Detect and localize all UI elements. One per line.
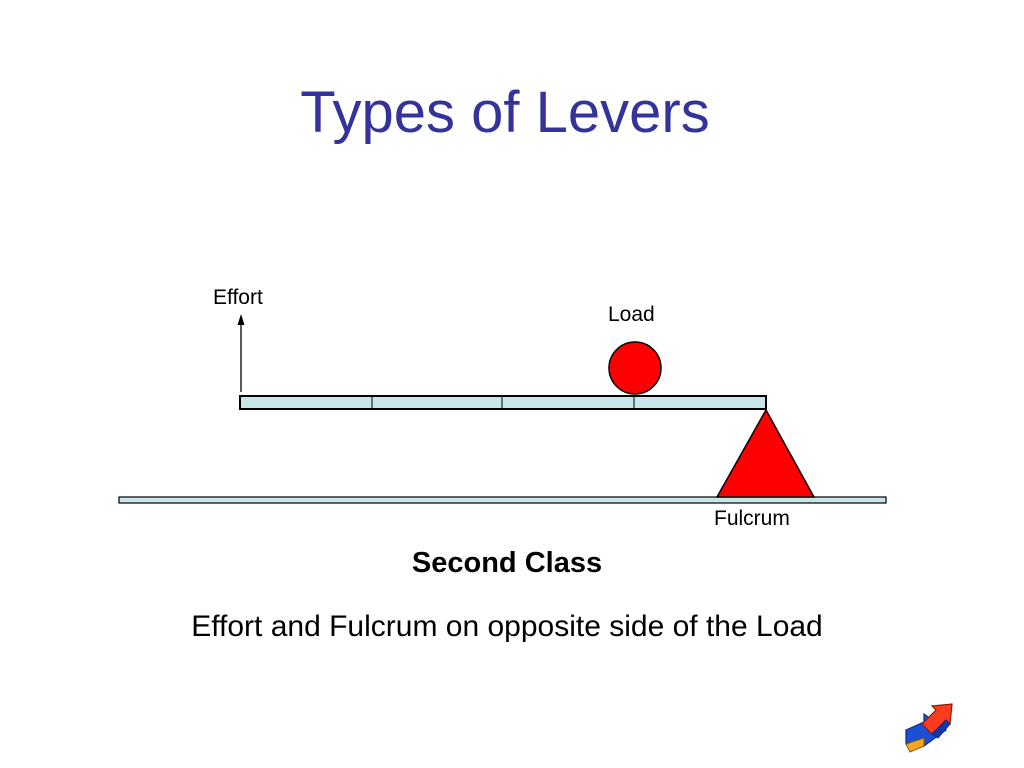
forward-arrow-icon[interactable] [902,700,958,756]
fulcrum-triangle [715,408,816,498]
lever-class-description: Effort and Fulcrum on opposite side of t… [191,610,823,643]
lever-class-heading: Second Class [411,547,603,579]
forward-arrow-icon-graphic [905,703,953,753]
fulcrum-label: Fulcrum [714,507,790,530]
ground-line [118,496,887,504]
effort-label: Effort [213,286,263,309]
lever-beam [239,395,767,410]
slide-title: Types of Levers [300,80,710,145]
effort-arrow-head [237,314,245,325]
load-label: Load [608,303,655,326]
load-ball [608,341,662,395]
